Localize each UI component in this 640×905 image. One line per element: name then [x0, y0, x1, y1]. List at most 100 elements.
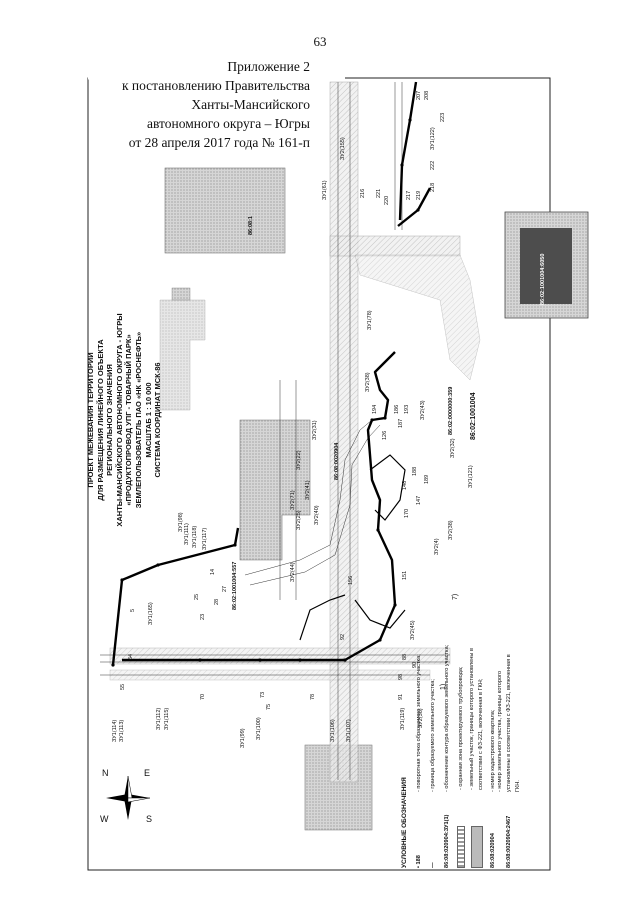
legend-swatch-zone: [457, 826, 465, 868]
legend-text: - земельный участок, границы которого ус…: [469, 648, 484, 790]
legend-code: 86:08:020904: [489, 833, 496, 868]
compass-n: N: [102, 768, 109, 778]
point-label: 27: [222, 585, 228, 592]
legend-code: —: [429, 862, 436, 868]
point-label: 193: [404, 404, 410, 414]
point-label: 220: [384, 195, 390, 205]
parcel-block-top: [164, 167, 286, 254]
parcel-label: ЗУ2(22): [296, 450, 302, 470]
appendix-header: Приложение 2 к постановлению Правительст…: [122, 57, 310, 152]
parcel-label: ЗУ2(31): [312, 420, 318, 440]
point-label: 170: [404, 508, 410, 518]
parcel-label: ЗУ2(44): [290, 562, 296, 582]
parcel-label: ЗУ2(32): [450, 438, 456, 458]
legend-code: 86:08:020904:ЗУ1(1): [443, 814, 450, 868]
point-label: 91: [398, 693, 404, 700]
cadastral-label: 86:02:1001004:6050: [540, 253, 546, 305]
legend-item: - земельный участок, границы которого ус…: [468, 633, 486, 868]
point-label: 92: [340, 633, 346, 640]
point-label: 78: [310, 693, 316, 700]
point-label: 28: [214, 598, 220, 605]
cadastral-label: 86:08:1: [248, 216, 254, 235]
parcel-label: ЗУ1(111): [184, 523, 190, 545]
parcel-label: ЗУ1(106): [330, 719, 336, 742]
parcel-label: ЗУ1(118): [192, 525, 198, 548]
parcel-label: ЗУ1(165): [148, 602, 154, 625]
point-label: 218: [430, 182, 436, 192]
compass-icon: [106, 775, 151, 820]
parcel-label: ЗУ1(61): [322, 180, 328, 200]
map-title-line: ПРОЕКТ МЕЖЕВАНИЯ ТЕРРИТОРИИ: [86, 352, 95, 488]
point-label: 188: [412, 466, 418, 476]
compass-rose: N E S W: [98, 768, 158, 828]
parcel-label: ЗУ1(100): [256, 717, 262, 740]
parcel-label: ЗУ1(107): [346, 719, 352, 742]
parcel-label: ЗУ1(78): [367, 310, 373, 330]
pipeline-secondary: [299, 454, 406, 641]
legend-text: - охранная зона проектируемого трубопров…: [457, 666, 464, 790]
parcel-label: ЗУ1(119): [400, 707, 406, 730]
point-label: 187: [398, 418, 404, 428]
legend-code: 86:08:0020904:2467: [505, 815, 512, 868]
point-label: 70: [200, 693, 206, 700]
zone-lines: [100, 82, 450, 780]
compass-w: W: [100, 814, 109, 824]
parcel-label: ЗУ1(113): [119, 719, 125, 742]
compass-e: E: [144, 768, 151, 778]
parcel-label: ЗУ1(115): [164, 707, 170, 730]
map-title-line: ДЛЯ РАЗМЕЩЕНИЯ ЛИНЕЙНОГО ОБЪЕКТА: [95, 339, 105, 501]
compass-s: S: [146, 814, 153, 824]
parcel-label: ЗУ2(45): [410, 620, 416, 640]
point-label: 75: [266, 703, 272, 710]
parcel-label: ЗУ2(43): [420, 400, 426, 420]
parcel-block-middle: [239, 419, 311, 561]
parcel-label: ЗУ1(117): [202, 527, 208, 550]
parcel-label: ЗУ2(41): [305, 480, 311, 500]
point-label: 148: [402, 480, 408, 490]
legend-item: • 188 - поворотная точка образуемого зем…: [412, 633, 426, 868]
legend: УСЛОВНЫЕ ОБОЗНАЧЕНИЯ • 188 - поворотная …: [400, 633, 521, 868]
point-label: 126: [382, 430, 388, 440]
point-label: 217: [406, 190, 412, 200]
page-number: 63: [313, 34, 327, 49]
point-label: 88: [402, 653, 408, 660]
parcel-label: ЗУ1(121): [468, 465, 474, 488]
point-label: 147: [416, 495, 422, 505]
legend-text: - обозначение контура образуемого земель…: [443, 644, 450, 792]
parcel-block-left: [159, 299, 206, 411]
map-title: ПРОЕКТ МЕЖЕВАНИЯ ТЕРРИТОРИИ ДЛЯ РАЗМЕЩЕН…: [86, 290, 163, 550]
point-label: 194: [372, 404, 378, 414]
appendix-line: от 28 апреля 2017 года № 161-п: [128, 135, 310, 150]
parcel-label: ЗУ2(155): [340, 137, 346, 160]
note-label: 7): [452, 593, 459, 600]
map-title-line: «ПРОДУКТОПРОВОД УПГ - ТОВАРНЫЙ ПАРК»: [124, 334, 134, 506]
point-label: 64: [128, 653, 134, 660]
point-label: 189: [424, 474, 430, 484]
cadastral-label: 86:02:1001004: [470, 392, 477, 441]
point-label: 5: [130, 608, 136, 612]
parcel-label: ЗУ2(38): [365, 372, 371, 392]
cadastral-label: 86:02:1001004:557: [232, 561, 238, 610]
road-band-horizontal-2: [109, 647, 451, 665]
point-label: 25: [194, 593, 200, 600]
appendix-line: к постановлению Правительства: [121, 78, 310, 93]
point-label: 55: [120, 683, 126, 690]
legend-item: 86:08:0020904:2467 - номер земельного уч…: [497, 633, 521, 868]
appendix-line: автономного округа – Югры: [147, 116, 310, 131]
map-title-line: СИСТЕМА КООРДИНАТ МСК-86: [153, 362, 163, 478]
turning-points: [111, 118, 420, 667]
parcel-label: ЗУ1(99): [240, 728, 246, 748]
parcel-label: ЗУ2(71): [290, 490, 296, 510]
parcel-label: ЗУ1(114): [112, 719, 118, 742]
point-label: 186: [394, 404, 400, 414]
map-title-line: ЗЕМЛЕПОЛЬЗОВАТЕЛЬ ПАО «НК «РОСНЕФТЬ»: [133, 331, 143, 509]
point-label: 223: [440, 112, 446, 122]
appendix-line: Приложение 2: [227, 59, 310, 74]
legend-item: — - граница образуемого земельного участ…: [426, 633, 440, 868]
point-label: 219: [416, 190, 422, 200]
parcel-label: ЗУ2(4): [434, 538, 440, 555]
road-band-horizontal: [329, 235, 461, 257]
road-band-vertical: [329, 81, 359, 783]
point-label: 90: [412, 661, 418, 668]
